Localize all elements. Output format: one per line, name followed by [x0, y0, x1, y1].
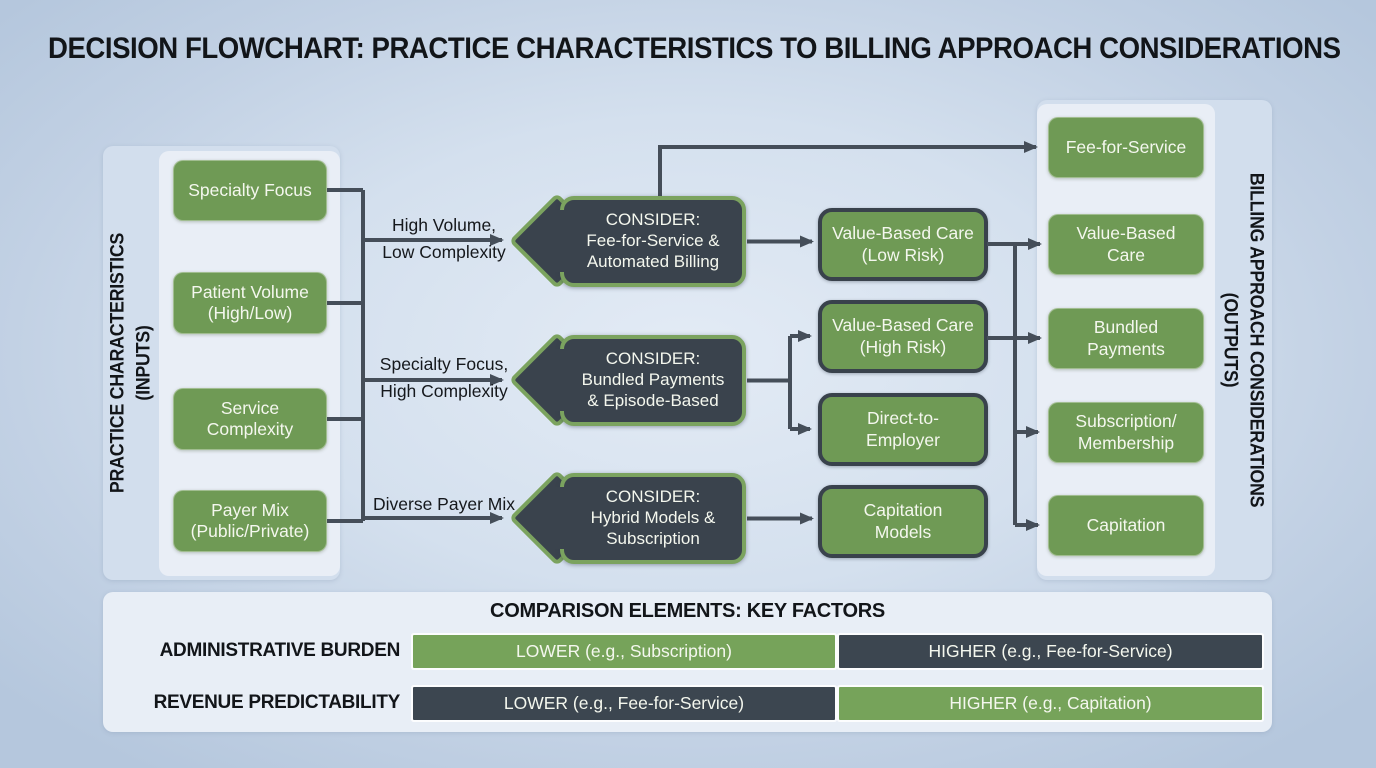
diamond-seam-1 — [555, 210, 565, 272]
comparison-bar-admin-higher: HIGHER (e.g., Fee-for-Service) — [839, 635, 1262, 668]
comparison-bar-revenue-lower: LOWER (e.g., Fee-for-Service) — [413, 687, 835, 720]
input-node-payer-mix: Payer Mix (Public/Private) — [173, 490, 327, 552]
output-node-value-based-care: Value-Based Care — [1048, 214, 1204, 275]
input-node-specialty-focus: Specialty Focus — [173, 160, 327, 221]
comparison-title: COMPARISON ELEMENTS: KEY FACTORS — [490, 600, 885, 622]
mid-node-direct-to-employer: Direct-to- Employer — [818, 393, 988, 466]
inputs-axis-label: PRACTICE CHARACTERISTICS (INPUTS) — [107, 232, 154, 494]
comparison-row-label-admin-burden: ADMINISTRATIVE BURDEN — [159, 640, 401, 661]
consider-node-fee-for-service: CONSIDER: Fee-for-Service & Automated Bi… — [560, 196, 746, 287]
edge-label-specialty-focus: Specialty Focus, High Complexity — [379, 354, 509, 402]
output-node-capitation: Capitation — [1048, 495, 1204, 556]
edge-label-diverse-payer-mix: Diverse Payer Mix — [373, 494, 515, 514]
mid-node-vbc-low-risk: Value-Based Care (Low Risk) — [818, 208, 988, 281]
diamond-seam-3 — [555, 487, 565, 549]
comparison-row-label-revenue-predictability: REVENUE PREDICTABILITY — [153, 692, 401, 713]
mid-node-capitation-models: Capitation Models — [818, 485, 988, 558]
consider-node-hybrid-models: CONSIDER: Hybrid Models & Subscription — [560, 473, 746, 564]
output-node-fee-for-service: Fee-for-Service — [1048, 117, 1204, 178]
outputs-axis-label: BILLING APPROACH CONSIDERATIONS (OUTPUTS… — [1220, 172, 1267, 508]
page-title: DECISION FLOWCHART: PRACTICE CHARACTERIS… — [48, 32, 1341, 65]
input-node-patient-volume: Patient Volume (High/Low) — [173, 272, 327, 334]
input-node-service-complexity: Service Complexity — [173, 388, 327, 450]
output-node-bundled-payments: Bundled Payments — [1048, 308, 1204, 369]
comparison-bar-revenue-higher: HIGHER (e.g., Capitation) — [839, 687, 1262, 720]
output-node-subscription-membership: Subscription/ Membership — [1048, 402, 1204, 463]
diamond-seam-2 — [555, 349, 565, 411]
comparison-bar-admin-lower: LOWER (e.g., Subscription) — [413, 635, 835, 668]
mid-node-vbc-high-risk: Value-Based Care (High Risk) — [818, 300, 988, 373]
edge-label-high-volume: High Volume, Low Complexity — [382, 215, 506, 263]
consider-node-bundled-payments: CONSIDER: Bundled Payments & Episode-Bas… — [560, 335, 746, 426]
